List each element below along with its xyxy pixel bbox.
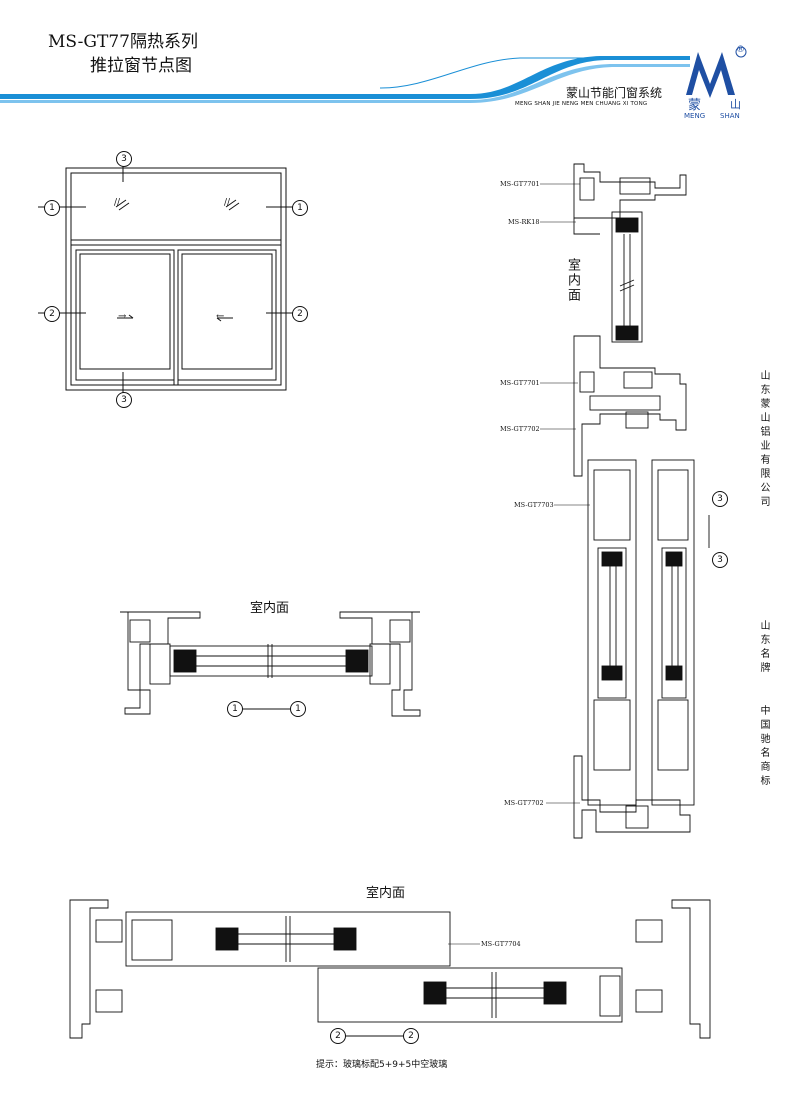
horizontal-section-sliding	[69, 899, 711, 1039]
glass-mark-left: //	[114, 198, 121, 208]
marker-3-bottom: 3	[116, 392, 132, 408]
slide-arrow-left: ←	[216, 311, 225, 322]
page-title: MS-GT77隔热系列 推拉窗节点图	[48, 30, 198, 78]
profile-label-gt7701-top: MS-GT7701	[500, 180, 540, 188]
side-company-name: 山东蒙山铝业有限公司	[758, 370, 769, 510]
logo-mark	[686, 46, 747, 98]
marker-1-msec-a: 1	[227, 701, 243, 717]
marker-2-bsec-a: 2	[330, 1028, 346, 1044]
title-line-2: 推拉窗节点图	[90, 56, 192, 76]
profile-label-gt7701-mid: MS-GT7701	[500, 379, 540, 387]
profile-label-rk18: MS-RK18	[508, 218, 540, 226]
room-label-bottom: 室内面	[366, 886, 406, 901]
profile-label-gt7702-bottom: MS-GT7702	[504, 799, 544, 807]
marker-2-right: 2	[292, 306, 308, 322]
marker-3-vsec-a: 3	[712, 491, 728, 507]
side-brand-2: 中国驰名商标	[758, 705, 769, 789]
marker-1-msec-b: 1	[290, 701, 306, 717]
company-name-cn: 蒙山节能门窗系统	[566, 86, 663, 100]
glass-mark-right: //	[224, 198, 231, 208]
slide-arrow-right: →	[118, 311, 127, 322]
horizontal-section-fixed	[120, 611, 421, 717]
profile-label-gt7703: MS-GT7703	[514, 501, 554, 509]
leader-lines	[448, 183, 590, 945]
marker-3-top: 3	[116, 151, 132, 167]
marker-1-left: 1	[44, 200, 60, 216]
registered-mark: ®	[736, 45, 745, 55]
company-name-pinyin: MENG SHAN JIE NENG MEN CHUANG XI TONG	[515, 101, 648, 107]
title-line-1: MS-GT77隔热系列	[48, 32, 198, 52]
logo-en-right: SHAN	[720, 112, 740, 120]
marker-2-left: 2	[44, 306, 60, 322]
marker-1-right: 1	[292, 200, 308, 216]
vertical-section-drawing	[573, 163, 710, 839]
logo-en-left: MENG	[684, 112, 706, 120]
glass-note: 提示：玻璃标配5+9+5中空玻璃	[316, 1060, 448, 1070]
side-brand-1: 山东名牌	[758, 620, 769, 676]
marker-2-bsec-b: 2	[403, 1028, 419, 1044]
marker-3-vsec-b: 3	[712, 552, 728, 568]
profile-label-gt7702-top: MS-GT7702	[500, 425, 540, 433]
room-label-vertical: 室内面	[565, 258, 580, 303]
window-elevation	[38, 160, 300, 400]
profile-label-gt7704: MS-GT7704	[481, 940, 521, 948]
header-swoosh	[0, 56, 690, 103]
logo-glyph-left: 蒙	[688, 98, 702, 113]
room-label-middle: 室内面	[250, 601, 290, 616]
logo-glyph-right: 山	[730, 98, 741, 111]
